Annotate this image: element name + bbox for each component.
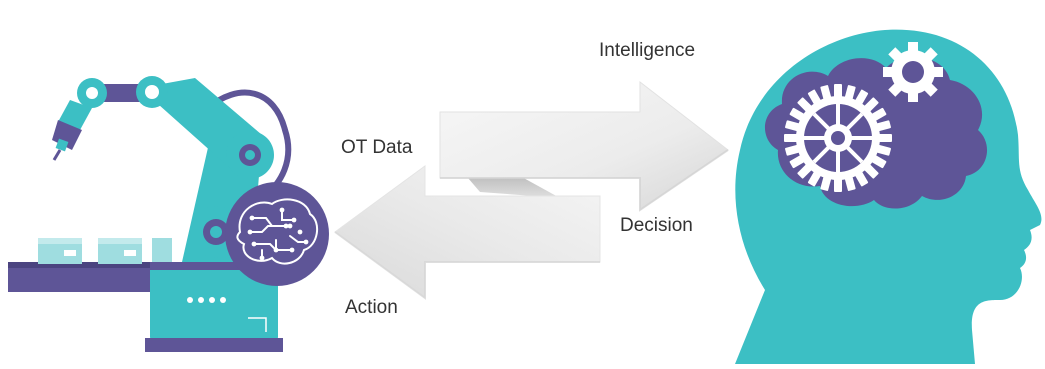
arrow-left-icon bbox=[334, 165, 601, 300]
ot-data-label: OT Data bbox=[341, 137, 413, 158]
intelligence-label: Intelligence bbox=[599, 40, 696, 61]
decision-label: Decision bbox=[620, 215, 693, 236]
arrow-right-icon bbox=[439, 80, 729, 212]
human-head-icon bbox=[735, 29, 1042, 365]
robot-arm-icon bbox=[8, 76, 292, 352]
conveyor-boxes bbox=[38, 238, 172, 264]
action-label: Action bbox=[345, 297, 398, 318]
circuit-brain-icon bbox=[225, 182, 329, 286]
gears-icon bbox=[784, 42, 943, 192]
